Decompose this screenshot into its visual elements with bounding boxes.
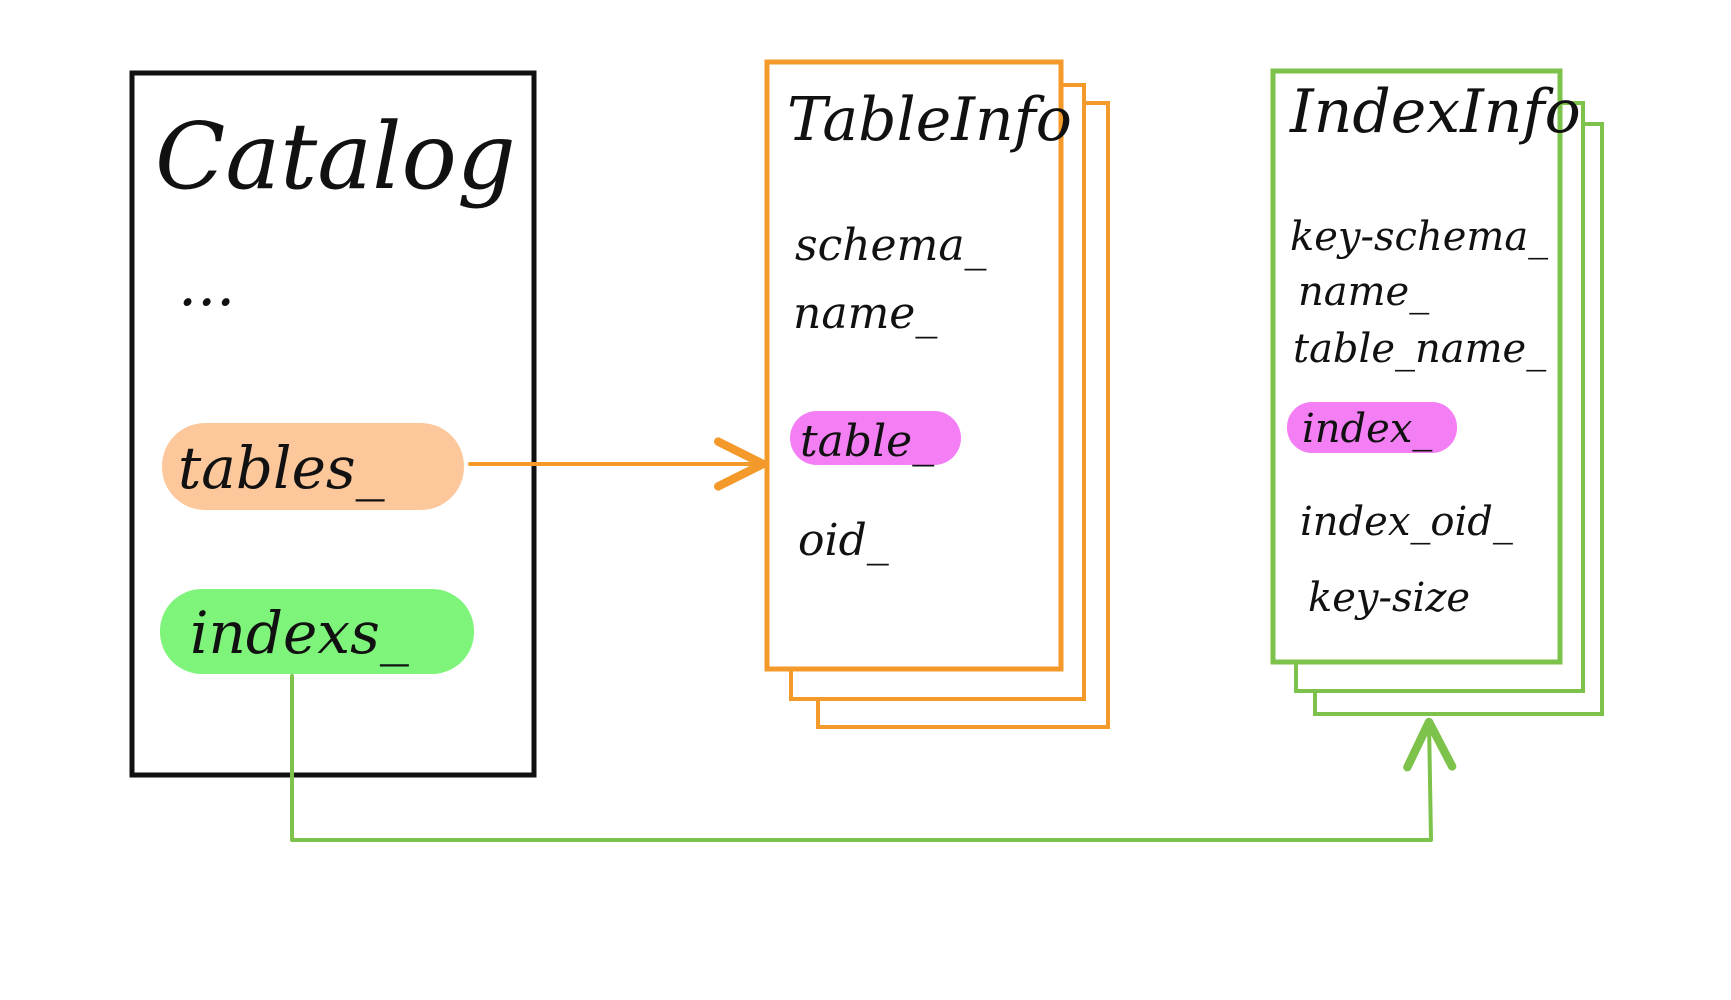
index-info-field-name: name_ — [1298, 269, 1429, 315]
index-info-field-table-name: table_name_ — [1293, 326, 1546, 372]
catalog-title: Catalog — [155, 103, 516, 210]
index-info-field-index-oid: index_oid_ — [1300, 499, 1513, 545]
indexs-pill — [160, 589, 474, 674]
indexs-to-indexinfo-arrow — [290, 674, 1457, 842]
index-highlight-pill — [1287, 402, 1457, 453]
index-info-field-index: index_ — [1287, 402, 1457, 453]
index-info-title: IndexInfo — [1289, 77, 1581, 147]
table-highlight-pill — [790, 411, 961, 465]
table-info-field-schema: schema_ — [795, 220, 987, 271]
tables-pill — [162, 423, 464, 510]
index-info-field-key-size: key-size — [1308, 575, 1470, 621]
catalog-ellipsis: ... — [178, 250, 235, 320]
tables-label: tables_ — [178, 434, 385, 502]
index-info-card — [1270, 68, 1563, 665]
table-info-field-oid: oid_ — [798, 515, 889, 566]
indexs-label: indexs_ — [190, 599, 409, 667]
indexs-field[interactable]: indexs_ — [160, 589, 474, 674]
index-info-field-key-schema: key-schema_ — [1290, 214, 1548, 260]
table-info-field-table-label: table_ — [800, 416, 934, 467]
index-info-field-index-label: index_ — [1302, 406, 1432, 452]
table-info-card — [764, 59, 1064, 672]
table-info-title: TableInfo — [787, 85, 1072, 155]
table-info-stack: TableInfo schema_ name_ table_ oid_ — [764, 59, 1110, 729]
index-info-stack: IndexInfo key-schema_ name_ table_name_ … — [1270, 68, 1604, 716]
tables-field[interactable]: tables_ — [162, 423, 464, 510]
table-info-field-table: table_ — [790, 411, 961, 467]
catalog-box: Catalog ... tables_ indexs_ — [129, 70, 537, 778]
table-info-field-name: name_ — [793, 288, 937, 339]
